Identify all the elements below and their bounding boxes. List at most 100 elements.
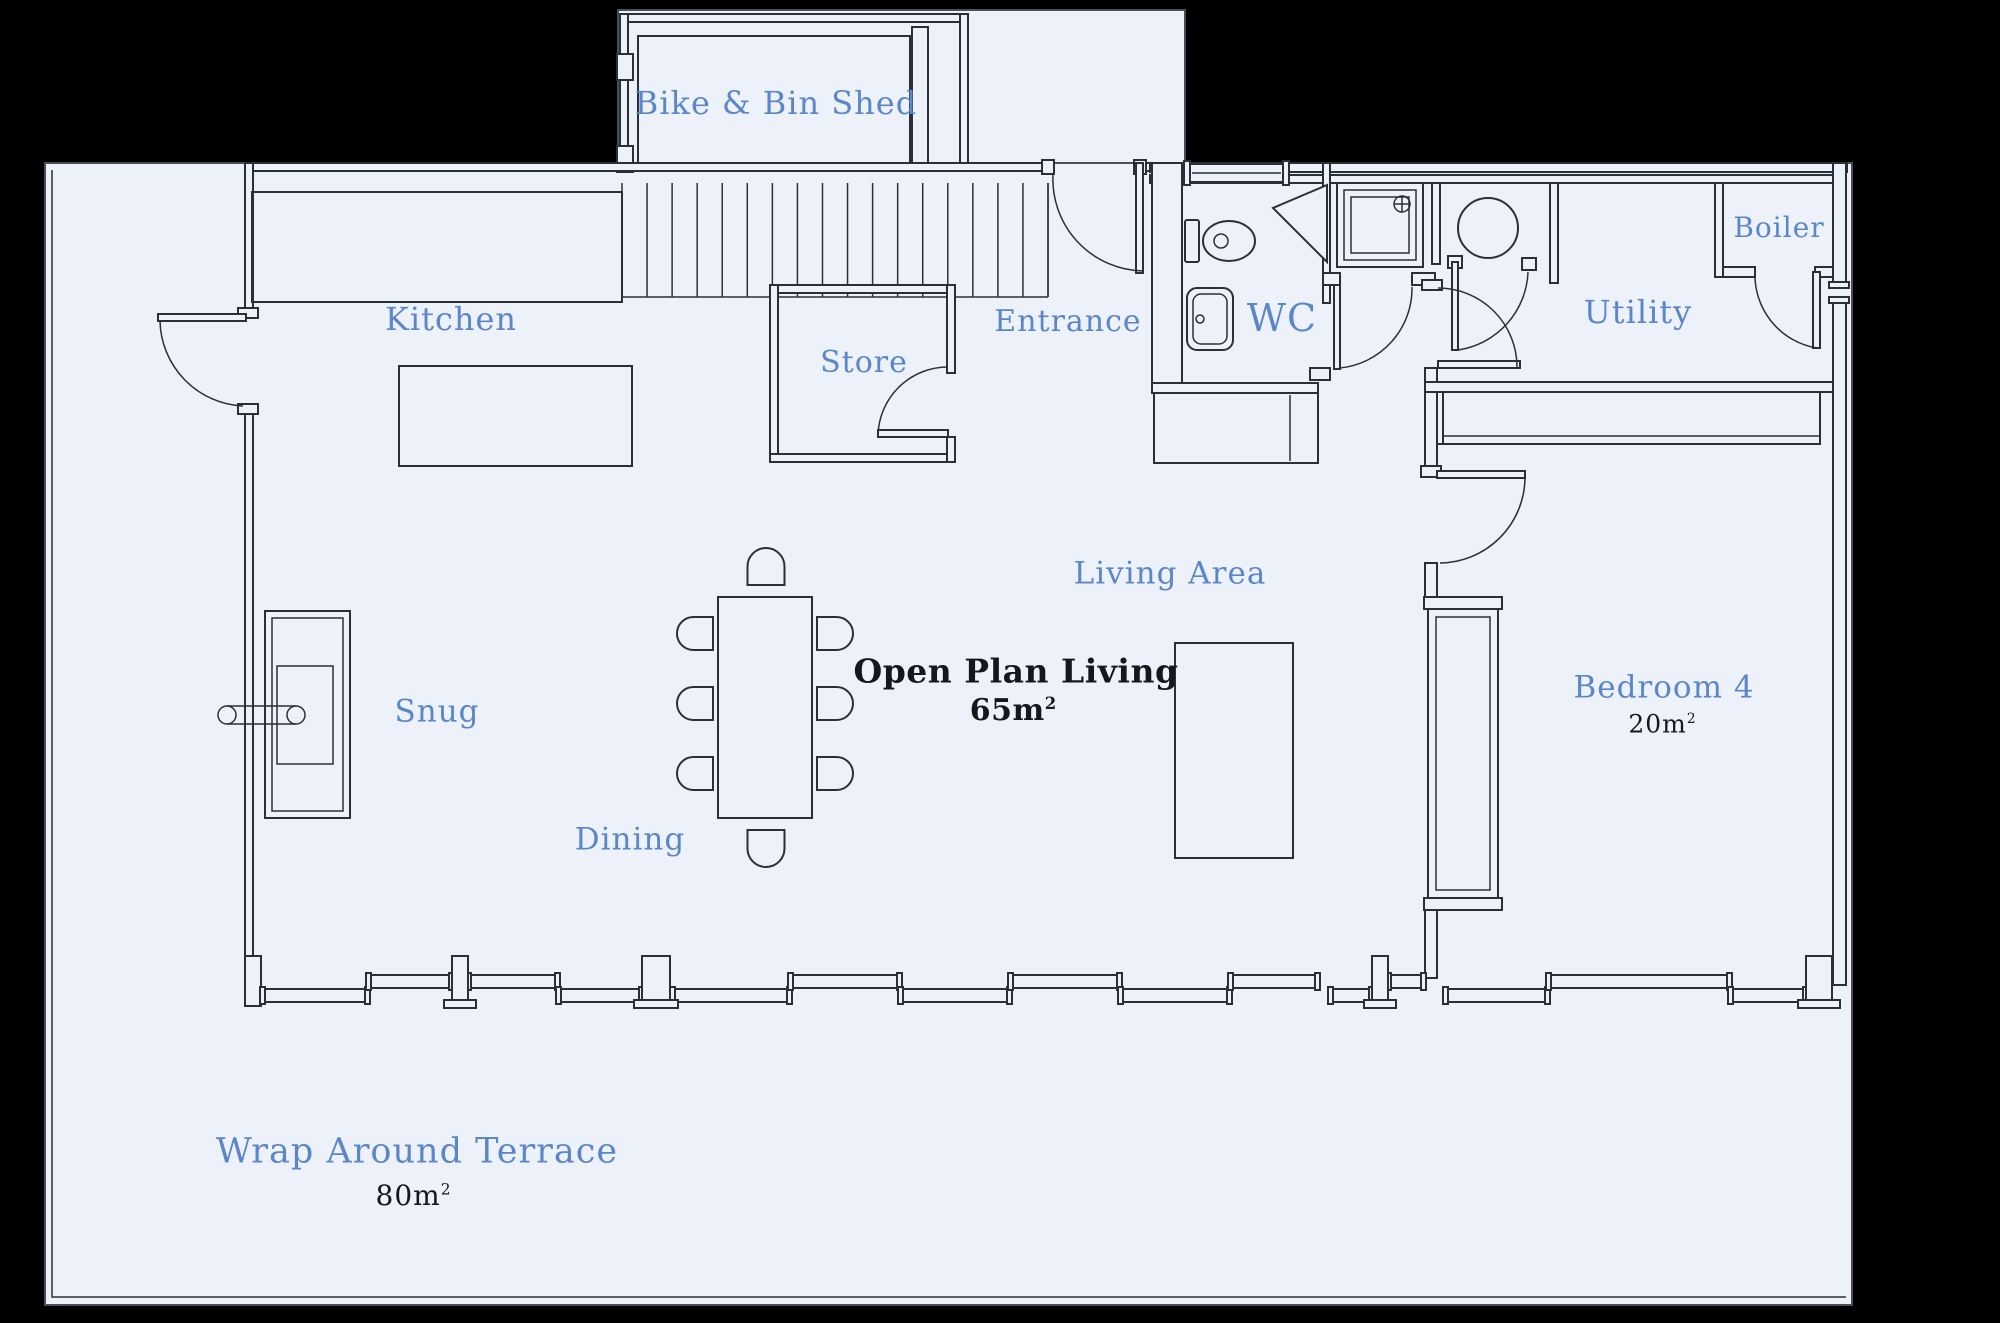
wc-room — [1151, 162, 1331, 464]
window-jamb — [1442, 986, 1449, 1005]
plan-line — [1151, 162, 1183, 391]
window-jamb — [1117, 986, 1124, 1005]
plan-line — [619, 13, 629, 169]
room-label-kitchen: Kitchen — [384, 300, 518, 338]
plan-line — [1435, 616, 1491, 891]
lobby-door-leaf — [1333, 284, 1341, 370]
plan-line — [1521, 257, 1537, 271]
plan-line — [237, 403, 259, 415]
window-jamb — [787, 972, 794, 991]
shower-pivot-door — [1271, 183, 1328, 265]
room-label-living-area: Living Area — [1073, 555, 1267, 592]
window-jamb — [1227, 972, 1234, 991]
dining-chair — [816, 686, 854, 721]
plan-line — [1041, 159, 1055, 175]
shower-icon — [1336, 182, 1424, 268]
front-door — [1041, 159, 1147, 274]
room-label-boiler: Boiler — [1733, 211, 1825, 244]
window-band — [1547, 974, 1731, 989]
dining-chair — [816, 616, 854, 651]
dining-chair — [816, 756, 854, 791]
boiler-room — [1714, 182, 1834, 349]
plan-line — [1192, 293, 1228, 345]
terrace-label: Wrap Around Terrace — [215, 1131, 619, 1172]
plan-line — [1186, 287, 1234, 351]
window-jamb — [365, 972, 372, 991]
bedroom4-walls — [1420, 391, 1821, 979]
glazing-post-base — [633, 999, 679, 1009]
window-band — [1387, 974, 1425, 989]
room-label-wc: WC — [1246, 296, 1318, 340]
window-jamb — [1007, 972, 1014, 991]
closet-door-arc — [1457, 271, 1529, 351]
room-label-bedroom4: Bedroom 4 — [1573, 669, 1755, 706]
wc-cupboard — [1153, 392, 1319, 464]
plan-line — [271, 617, 344, 812]
window-band — [1729, 988, 1807, 1003]
window-band — [1119, 988, 1231, 1003]
dining-chair — [676, 616, 714, 651]
boiler-door-arc — [1754, 271, 1818, 349]
room-label-store: Store — [820, 345, 908, 380]
lobby-door-arc — [1339, 286, 1413, 369]
area-value: 80m — [375, 1179, 441, 1212]
plan-line — [1828, 281, 1850, 289]
bedroom-door-arc — [1439, 476, 1526, 564]
glazing-post-base — [443, 999, 477, 1009]
plan-line — [769, 284, 779, 463]
window-jamb — [1545, 972, 1552, 991]
kitchen-door-leaf — [157, 313, 247, 322]
plan-line — [217, 705, 237, 725]
room-label-utility: Utility — [1583, 293, 1693, 331]
stairs — [621, 183, 1049, 298]
kitchen-door-arc — [159, 320, 244, 407]
room-label-entrance: Entrance — [994, 304, 1142, 339]
plan-line — [276, 665, 334, 765]
plan-line — [264, 610, 351, 819]
sofa-icon — [217, 610, 351, 819]
terrace-area-label: 80m2 — [376, 1182, 451, 1210]
window-band — [1444, 988, 1549, 1003]
washing-machine-icon — [1457, 197, 1519, 259]
kitchen-island — [398, 365, 633, 467]
area-sup: 2 — [440, 1180, 451, 1199]
dining-chair — [746, 829, 786, 868]
room-label-dining: Dining — [574, 821, 686, 858]
plan-line — [1213, 233, 1229, 249]
plan-line — [959, 13, 969, 169]
glazing-post-base — [1363, 999, 1397, 1009]
plan-line — [244, 162, 1053, 172]
bedroom-door-leaf — [1436, 470, 1526, 479]
plan-line — [1151, 382, 1319, 394]
glazing-post — [451, 955, 469, 1003]
closet-door-leaf — [1451, 261, 1459, 351]
plan-line — [1336, 182, 1424, 268]
plan-line — [1423, 897, 1503, 911]
plan-line — [1350, 196, 1410, 254]
plan-line — [1423, 596, 1503, 610]
sink-icon — [1186, 287, 1234, 351]
toilet-icon — [1184, 219, 1256, 263]
window-band — [899, 988, 1011, 1003]
store-room — [769, 284, 956, 463]
front-door-arc — [1052, 173, 1144, 272]
store-door-arc — [877, 366, 949, 436]
window-jamb — [1327, 986, 1334, 1005]
plan-line — [1421, 279, 1443, 291]
open-plan-title: Open Plan Living — [853, 651, 1179, 691]
window-band — [789, 974, 901, 989]
dining-table — [717, 596, 813, 819]
kitchen-door — [157, 307, 259, 415]
glazing-post-base — [1797, 999, 1841, 1009]
utility-door-leaf — [1437, 360, 1521, 369]
area-sup: 2 — [1044, 694, 1057, 713]
plan-line — [1722, 266, 1756, 278]
window-jamb — [897, 986, 904, 1005]
plan-line — [1832, 300, 1847, 986]
dining-chair — [676, 756, 714, 791]
bedroom4-area-label: 20m2 — [1628, 712, 1695, 737]
plan-line — [769, 453, 956, 463]
shed-gate-post — [616, 53, 634, 81]
